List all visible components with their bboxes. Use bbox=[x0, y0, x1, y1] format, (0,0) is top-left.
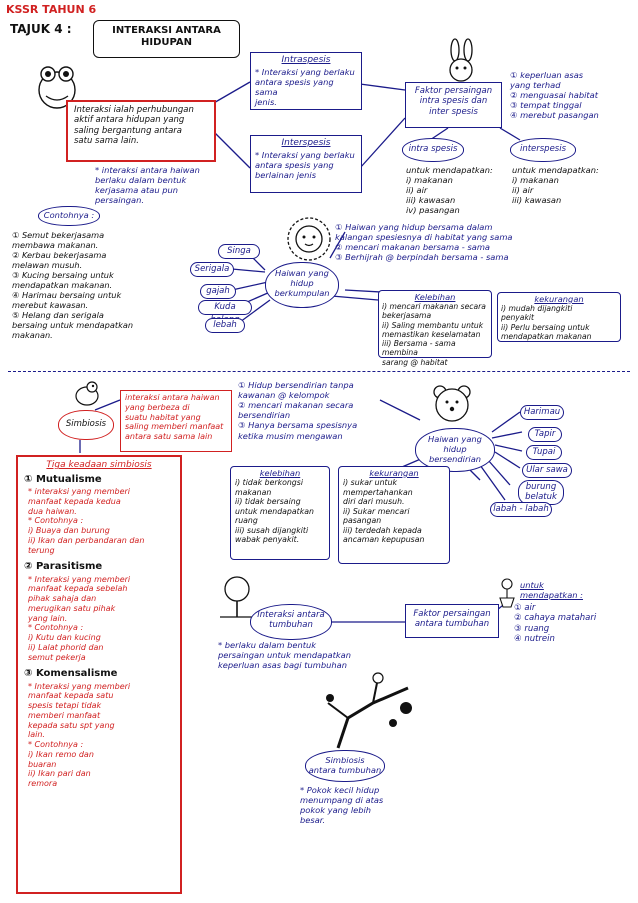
faktor-persaingan-box: Faktor persaingan intra spesis dan inter… bbox=[405, 82, 502, 128]
simbiosis-tumbuhan-text: * Pokok kecil hidup menumpang di atas po… bbox=[300, 785, 384, 826]
kelebihan-2-text: i) tidak berkongsi makanan ii) tidak ber… bbox=[235, 478, 314, 545]
bear-illustration bbox=[430, 382, 474, 424]
kekurangan-2-text: i) sukar untuk mempertahankan diri dari … bbox=[343, 478, 425, 545]
animal-pill-gajah: gajah bbox=[200, 284, 236, 299]
simbiosis-definition: interaksi antara haiwan yang berbeza di … bbox=[125, 393, 224, 441]
animal-pill-singa: Singa bbox=[218, 244, 260, 259]
rabbit-illustration bbox=[440, 38, 482, 83]
animal-pill-tupai: Tupai bbox=[526, 445, 562, 460]
bersendirian-points: ① Hidup bersendirian tanpa kawanan @ kel… bbox=[238, 380, 358, 441]
tree-branch-illustration bbox=[318, 668, 423, 753]
tumbuhan-cloud: Interaksi antara tumbuhan bbox=[250, 604, 332, 640]
contohnya-cloud: Contohnya : bbox=[38, 206, 100, 226]
animal-pill-harimau: Harimau bbox=[520, 405, 564, 420]
definition-box: Interaksi ialah perhubungan aktif antara… bbox=[66, 100, 216, 162]
untuk-mendapatkan-label: untuk mendapatkan : bbox=[520, 580, 583, 601]
tree-illustration bbox=[215, 575, 265, 620]
tiga-keadaan-title: Tiga keadaan simbiosis bbox=[46, 460, 152, 470]
intra-spesis-cloud: intra spesis bbox=[402, 138, 464, 162]
mutualisme-text: * interaksi yang memberi manfaat kepada … bbox=[28, 487, 145, 555]
topic-title-line2: HIDUPAN bbox=[140, 37, 193, 49]
frog-illustration bbox=[30, 60, 85, 115]
kekurangan-2-box: kekurangan i) sukar untuk mempertahankan… bbox=[338, 466, 450, 564]
topic-title-box: INTERAKSI ANTARA HIDUPAN bbox=[93, 20, 240, 58]
kekurangan-1-text: i) mudah dijangkiti penyakit ii) Perlu b… bbox=[501, 304, 592, 341]
animal-pill-ular-sawa: Ular sawa bbox=[522, 463, 572, 478]
lion-illustration bbox=[285, 215, 333, 263]
parasitisme-heading: ② Parasitisme bbox=[24, 561, 103, 573]
inter-needs-list: untuk mendapatkan: i) makanan ii) air ii… bbox=[512, 165, 599, 206]
berkumpulan-points: ① Haiwan yang hidup bersama dalam kalang… bbox=[335, 222, 513, 263]
kelebihan-1-box: Kelebihan i) mencari makanan secara beke… bbox=[378, 290, 492, 367]
kelebihan-2-title: kelebihan bbox=[259, 468, 301, 478]
animal-pill-burung-belatuk: burung belatuk bbox=[518, 480, 564, 505]
intraspesis-box: Intraspesis * Interaksi yang berlaku ant… bbox=[250, 52, 362, 110]
kelebihan-2-box: kelebihan i) tidak berkongsi makanan ii)… bbox=[230, 466, 330, 560]
interaksi-haiwan-text: * interaksi antara haiwan berlaku dalam … bbox=[95, 165, 200, 206]
bird-illustration bbox=[72, 378, 102, 408]
tajuk-label: TAJUK 4 : bbox=[10, 22, 72, 36]
tiga-keadaan-box: Tiga keadaan simbiosis ① Mutualisme * in… bbox=[16, 455, 182, 894]
contoh-list: ① Semut bekerjasama membawa makanan. ② K… bbox=[12, 230, 134, 340]
animal-pill-serigala: Serigala bbox=[190, 262, 234, 277]
simbiosis-tumbuhan-cloud: Simbiosis antara tumbuhan bbox=[305, 750, 385, 782]
komensalisme-heading: ③ Komensalisme bbox=[24, 668, 118, 680]
interspesis-text: * Interaksi yang berlaku antara spesis y… bbox=[255, 149, 355, 181]
interspesis-title: Interspesis bbox=[281, 138, 331, 148]
berkumpulan-cloud: Haiwan yang hidup berkumpulan bbox=[265, 262, 339, 308]
section-divider bbox=[8, 371, 630, 372]
interspesis-box: Interspesis * Interaksi yang berlaku ant… bbox=[250, 135, 362, 193]
simbiosis-definition-box: interaksi antara haiwan yang berbeza di … bbox=[120, 390, 232, 452]
faktor-reasons: ① keperluan asas yang terhad ② menguasai… bbox=[510, 70, 599, 121]
kssr-label: KSSR TAHUN 6 bbox=[6, 3, 97, 16]
bersendirian-cloud: Haiwan yang hidup bersendirian bbox=[415, 428, 495, 472]
kekurangan-1-box: kekurangan i) mudah dijangkiti penyakit … bbox=[497, 292, 621, 342]
definition-text: Interaksi ialah perhubungan aktif antara… bbox=[74, 105, 194, 147]
animal-pill-labah-labah: labah - labah bbox=[490, 502, 552, 517]
animal-pill-kuda-belang: Kuda belang bbox=[198, 300, 252, 325]
simbiosis-cloud: Simbiosis bbox=[58, 410, 114, 440]
inter-spesis-cloud: interspesis bbox=[510, 138, 576, 162]
parasitisme-text: * Interaksi yang memberi manfaat kepada … bbox=[28, 574, 131, 662]
tumbuhan-text: * berlaku dalam bentuk persaingan untuk … bbox=[218, 640, 352, 671]
animal-pill-lebah: lebah bbox=[205, 318, 245, 333]
kekurangan-2-title: kekurangan bbox=[369, 468, 419, 478]
animal-pill-tapir: Tapir bbox=[528, 427, 562, 442]
faktor-tumbuhan-box: Faktor persaingan antara tumbuhan bbox=[405, 604, 499, 638]
mutualisme-heading: ① Mutualisme bbox=[24, 473, 102, 485]
komensalisme-text: * Interaksi yang memberi manfaat kepada … bbox=[28, 681, 131, 789]
kelebihan-1-title: Kelebihan bbox=[414, 292, 456, 302]
faktor-persaingan-text: Faktor persaingan intra spesis dan inter… bbox=[414, 86, 493, 117]
intra-needs-list: untuk mendapatkan: i) makanan ii) air ii… bbox=[406, 165, 493, 216]
tumbuhan-needs: ① air ② cahaya matahari ③ ruang ④ nutrei… bbox=[514, 603, 597, 645]
intraspesis-title: Intraspesis bbox=[281, 55, 331, 65]
topic-title-line1: INTERAKSI ANTARA bbox=[112, 25, 221, 36]
kekurangan-1-title: kekurangan bbox=[534, 294, 584, 304]
flower-pot-illustration bbox=[497, 578, 517, 608]
kelebihan-1-text: i) mencari makanan secara bekerjasama ii… bbox=[382, 302, 486, 367]
intraspesis-text: * Interaksi yang berlaku antara spesis y… bbox=[255, 66, 355, 108]
